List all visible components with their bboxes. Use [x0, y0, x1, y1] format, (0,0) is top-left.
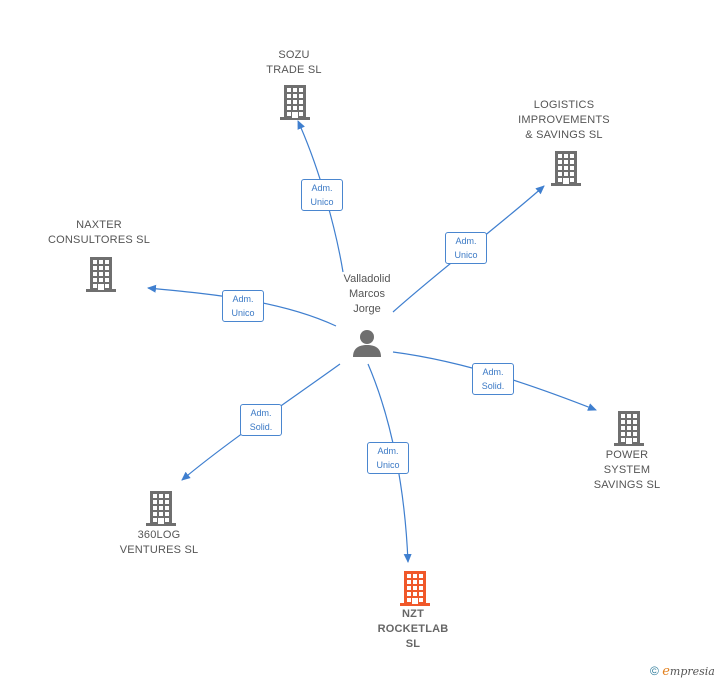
person-name: Valladolid Marcos Jorge: [343, 273, 391, 315]
role-badge-log360[interactable]: Adm. Solid.: [240, 404, 282, 436]
company-label-log360[interactable]: 360LOG VENTURES SL: [119, 529, 199, 556]
role-badge-naxter[interactable]: Adm. Unico: [222, 290, 264, 322]
brand-name: mpresia: [669, 665, 715, 678]
building-icon[interactable]: [146, 490, 176, 526]
role-badge-power[interactable]: Adm. Solid.: [472, 363, 514, 395]
role-badge-logistics[interactable]: Adm. Unico: [445, 232, 487, 264]
company-label-naxter[interactable]: NAXTER CONSULTORES SL: [47, 219, 151, 246]
company-label-power[interactable]: POWER SYSTEM SAVINGS SL: [593, 449, 661, 491]
company-label-nzt[interactable]: NZT ROCKETLAB SL: [377, 608, 449, 650]
company-label-logistics[interactable]: LOGISTICS IMPROVEMENTS & SAVINGS SL: [518, 99, 610, 141]
copyright-symbol: ©: [650, 664, 659, 678]
role-badge-sozu[interactable]: Adm. Unico: [301, 179, 343, 211]
role-badge-nzt[interactable]: Adm. Unico: [367, 442, 409, 474]
building-icon[interactable]: [551, 150, 581, 186]
building-icon[interactable]: [86, 256, 116, 292]
building-icon[interactable]: [280, 84, 310, 120]
empresia-logo: © empresia: [650, 664, 715, 679]
brand-initial: e: [662, 664, 670, 679]
company-label-sozu[interactable]: SOZU TRADE SL: [266, 49, 322, 76]
building-icon[interactable]: [400, 570, 430, 606]
building-icon[interactable]: [614, 410, 644, 446]
person-icon[interactable]: [352, 328, 382, 358]
